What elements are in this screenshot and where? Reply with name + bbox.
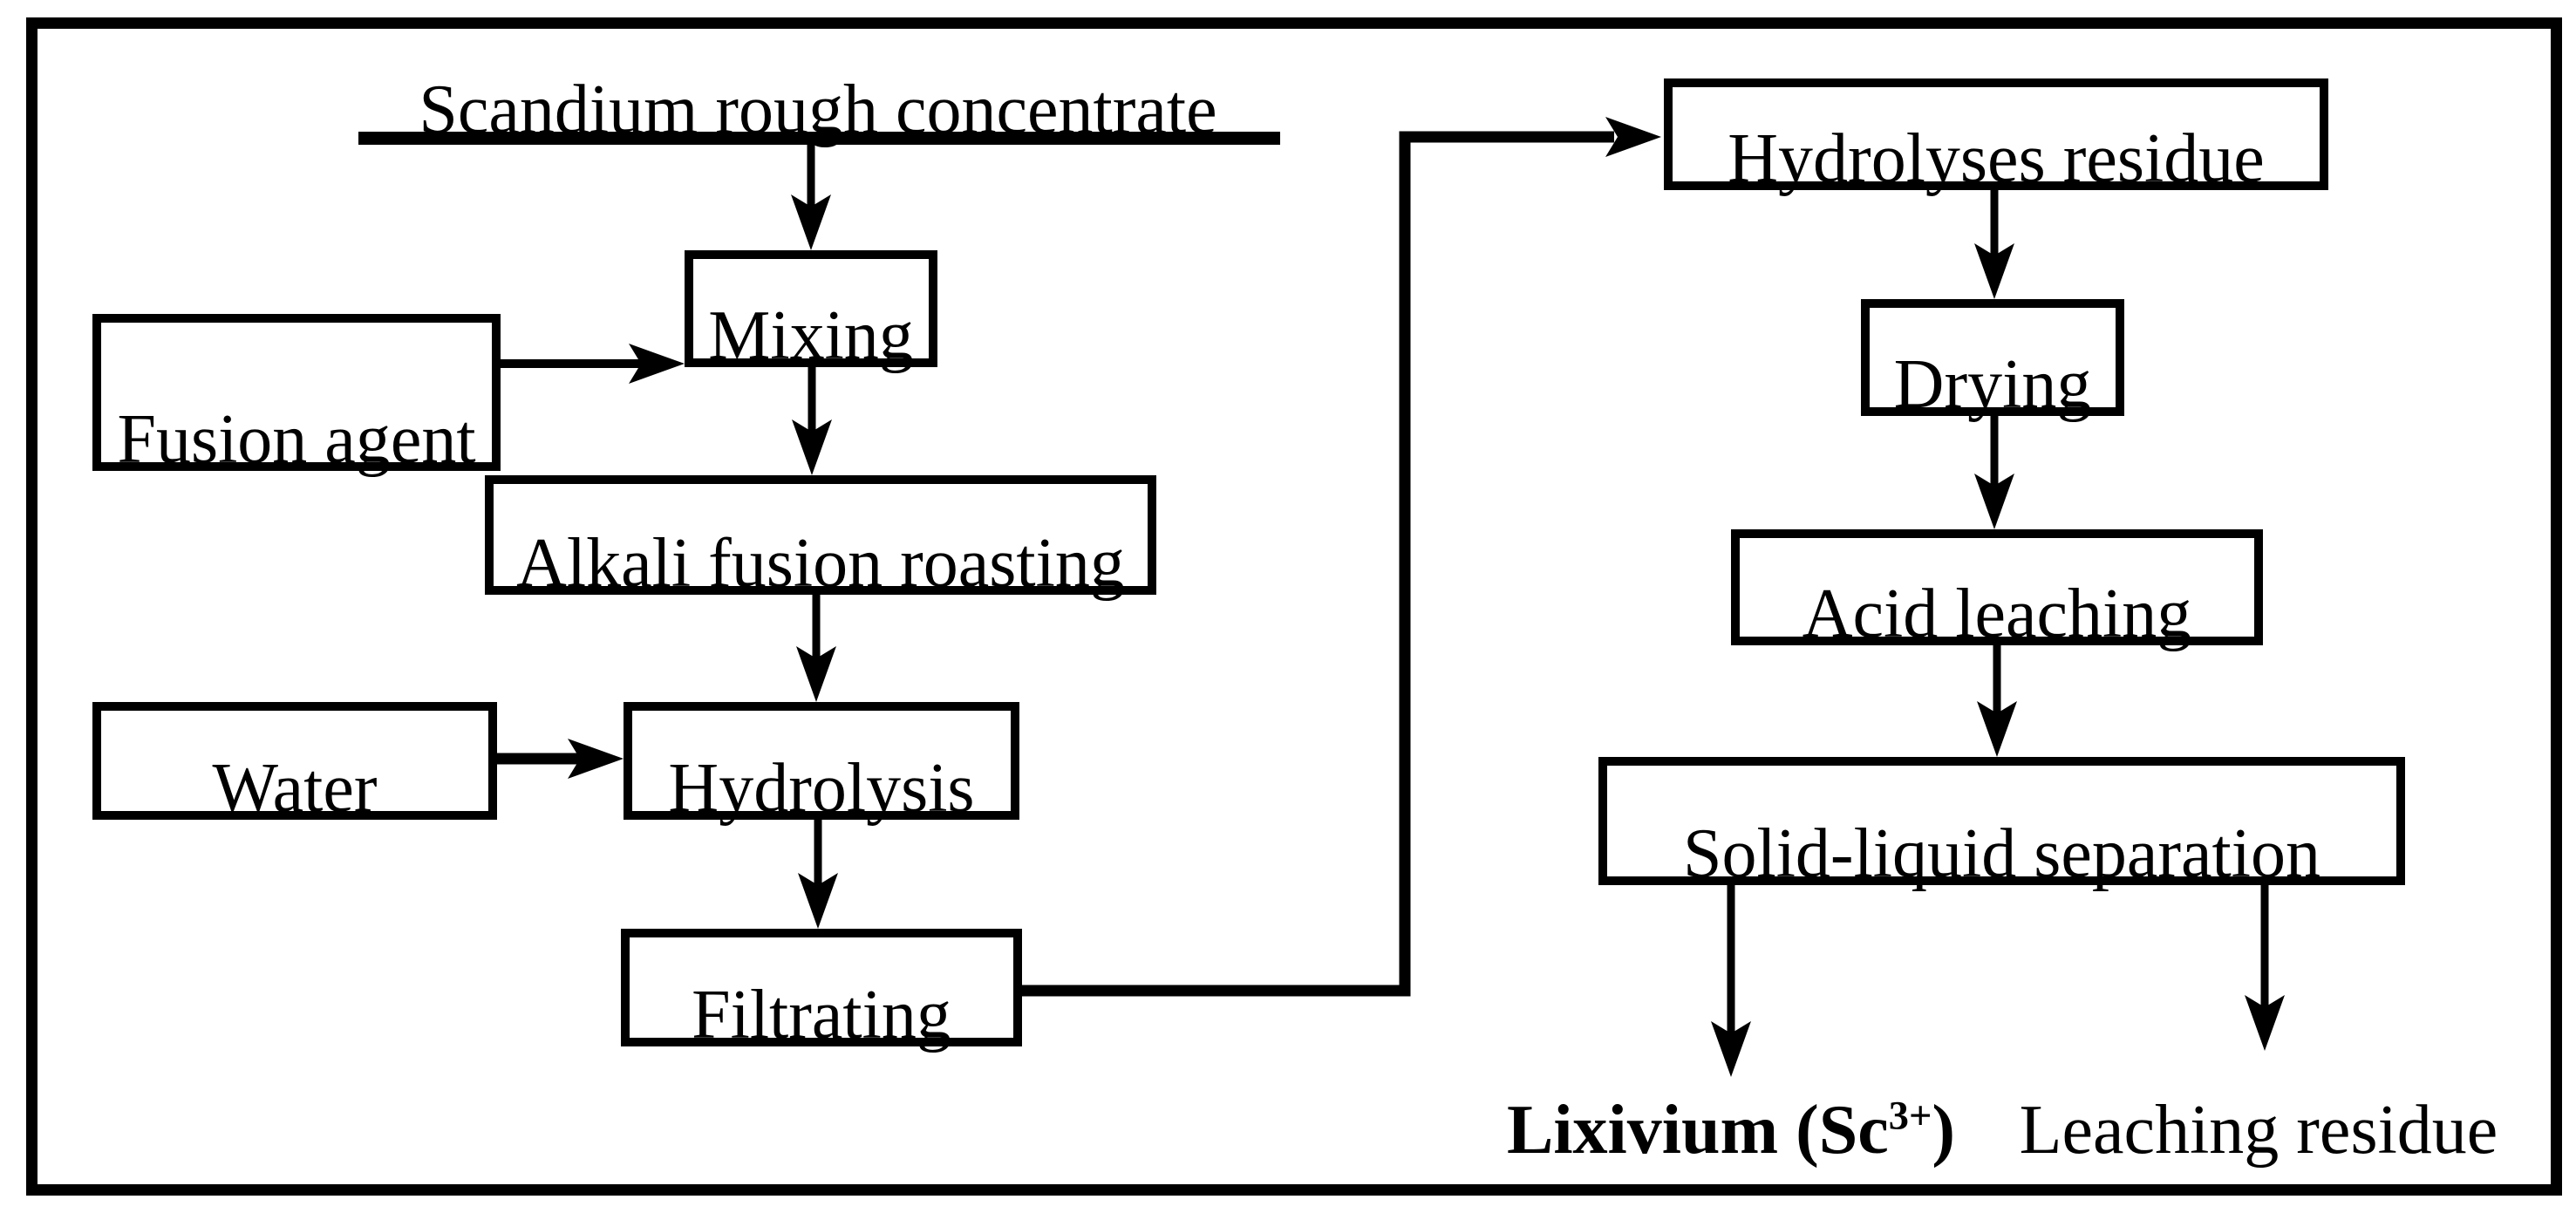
lixivium-text: Lixivium (Sc <box>1506 1092 1889 1169</box>
output-leaching-residue-label: Leaching residue <box>2019 1092 2498 1169</box>
connector-filtrating-to-hydrolyses-residue <box>1019 131 1614 997</box>
output-lixivium-label: Lixivium (Sc3+) <box>1474 1095 1988 1165</box>
box-hydrolysis-label: Hydrolysis <box>668 750 975 827</box>
box-fusion-agent: Fusion agent <box>92 314 501 478</box>
box-water: Water <box>92 702 497 827</box>
box-filtrating: Filtrating <box>621 929 1022 1050</box>
box-alkali-fusion-roasting-label: Alkali fusion roasting <box>516 525 1125 602</box>
arrow-title-to-mixing-head <box>791 194 831 250</box>
box-hydrolyses-residue: Hydrolyses residue <box>1664 78 2328 194</box>
arrow-water-to-hydrolysis-head <box>568 739 624 779</box>
arrow-drying-to-acid-leaching-head <box>1974 474 2014 529</box>
box-mixing: Mixing <box>685 250 937 371</box>
title-underline <box>358 132 1280 145</box>
box-hydrolyses-residue-label: Hydrolyses residue <box>1728 120 2265 197</box>
arrow-hydrolyses-residue-to-drying-head <box>1974 243 2014 299</box>
box-acid-leaching: Acid leaching <box>1731 529 2263 649</box>
box-solid-liquid-separation-label: Solid-liquid separation <box>1682 815 2320 892</box>
box-alkali-fusion-roasting: Alkali fusion roasting <box>485 475 1156 602</box>
arrow-mixing-to-alkali-head <box>792 419 832 475</box>
box-drying-label: Drying <box>1893 346 2092 423</box>
lixivium-close-paren: ) <box>1932 1092 1956 1169</box>
arrow-fusion-agent-to-mixing-head <box>629 344 685 384</box>
arrow-separation-to-leaching-residue-head <box>2245 995 2285 1051</box>
arrow-separation-to-lixivium-head <box>1711 1021 1751 1077</box>
box-hydrolysis: Hydrolysis <box>624 702 1019 827</box>
box-mixing-label: Mixing <box>708 297 914 374</box>
box-fusion-agent-label: Fusion agent <box>117 401 476 478</box>
box-water-label: Water <box>212 750 378 827</box>
box-filtrating-label: Filtrating <box>692 977 951 1053</box>
arrow-alkali-to-hydrolysis-head <box>796 646 836 702</box>
arrow-acid-leaching-to-separation-head <box>1977 701 2017 757</box>
lixivium-superscript: 3+ <box>1888 1094 1932 1139</box>
arrow-hydrolysis-to-filtrating-head <box>798 873 838 929</box>
arrow-filtrating-to-hydrolyses-residue-head <box>1605 117 1661 157</box>
box-solid-liquid-separation: Solid-liquid separation <box>1598 757 2405 889</box>
box-drying: Drying <box>1861 299 2124 423</box>
figure-border <box>26 17 2562 1196</box>
box-acid-leaching-label: Acid leaching <box>1802 576 2192 652</box>
